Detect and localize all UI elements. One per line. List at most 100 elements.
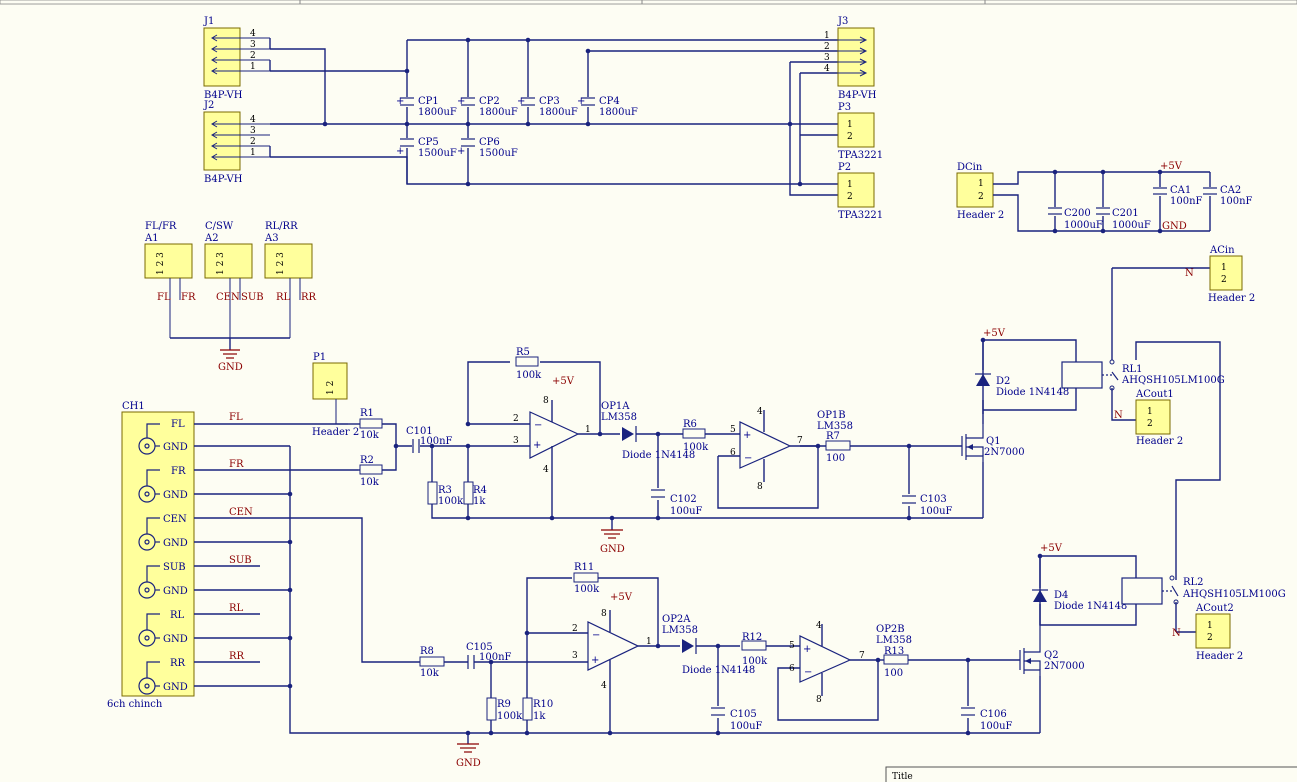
diode-d2[interactable]: D2 Diode 1N4148 bbox=[975, 373, 1069, 398]
svg-text:GND: GND bbox=[163, 634, 188, 645]
cap-cp5[interactable]: + CP5 1500uF bbox=[396, 137, 457, 159]
connector-acin[interactable]: ACin 1 2 Header 2 N bbox=[1185, 245, 1255, 304]
svg-text:C103: C103 bbox=[920, 494, 947, 505]
cap-c201[interactable]: C201 1000uF bbox=[1096, 207, 1151, 231]
svg-text:2: 2 bbox=[1207, 633, 1213, 643]
svg-text:C106: C106 bbox=[980, 709, 1007, 720]
svg-text:7: 7 bbox=[859, 651, 865, 661]
svg-text:RR: RR bbox=[170, 658, 186, 669]
opamp-op1a[interactable]: − + 2 3 1 8 4 +5V OP1A LM358 bbox=[513, 376, 637, 475]
connector-j3[interactable]: J3 B4P-VH 1 2 3 4 bbox=[824, 16, 877, 101]
svg-text:3: 3 bbox=[250, 40, 256, 50]
opamp-op1b[interactable]: + − 5 6 7 4 8 OP1B LM358 bbox=[730, 407, 853, 492]
resistor-r6[interactable]: R6 100k bbox=[682, 419, 709, 453]
cap-c102[interactable]: C102 100uF bbox=[651, 488, 703, 517]
svg-text:GND: GND bbox=[456, 758, 481, 769]
resistor-r7[interactable]: R7 100 bbox=[825, 431, 851, 464]
svg-text:CP2: CP2 bbox=[479, 96, 500, 107]
cap-ca2[interactable]: CA2 100nF bbox=[1203, 185, 1253, 207]
svg-text:R10: R10 bbox=[533, 699, 553, 710]
connector-ch1[interactable]: CH1 6ch chinch FL GND FR GND CEN GND SUB… bbox=[107, 401, 195, 710]
svg-text:2: 2 bbox=[513, 414, 519, 424]
svg-text:R4: R4 bbox=[473, 485, 487, 496]
svg-text:1800uF: 1800uF bbox=[479, 107, 518, 118]
relay-rl2[interactable]: RL2 AHQSH105LM100G bbox=[1121, 575, 1286, 605]
connector-p1[interactable]: P1 1 2 Header 2 bbox=[312, 352, 359, 438]
svg-text:CEN: CEN bbox=[163, 514, 187, 525]
cap-c105b[interactable]: C105 100uF bbox=[711, 706, 763, 732]
cap-c101[interactable]: C101 100nF bbox=[406, 426, 453, 453]
cap-cp1[interactable]: + CP1 1800uF bbox=[396, 96, 457, 118]
svg-text:CP3: CP3 bbox=[539, 96, 560, 107]
diode-d4[interactable]: D4 Diode 1N4148 bbox=[1032, 589, 1127, 612]
svg-text:1800uF: 1800uF bbox=[418, 107, 457, 118]
ch1-junctions bbox=[287, 491, 293, 689]
connector-acout2[interactable]: ACout2 1 2 Header 2 N bbox=[1172, 603, 1243, 662]
diode-ch1[interactable]: Diode 1N4148 bbox=[622, 426, 695, 461]
svg-text:1500uF: 1500uF bbox=[418, 148, 457, 159]
connector-a3[interactable]: RL/RR A3 1 2 3 RL RR bbox=[264, 221, 317, 338]
svg-text:+: + bbox=[396, 146, 404, 157]
connector-p2[interactable]: P2 1 2 TPA3221 bbox=[837, 162, 883, 221]
connector-p3[interactable]: P3 1 2 TPA3221 bbox=[837, 102, 883, 161]
opamp-op2a[interactable]: − + 2 3 1 8 4 +5V OP2A LM358 bbox=[572, 592, 698, 691]
connector-a1[interactable]: FL/FR A1 1 2 3 FL FR bbox=[144, 221, 196, 338]
svg-text:GND: GND bbox=[163, 586, 188, 597]
resistor-r2[interactable]: R2 10k bbox=[359, 455, 383, 488]
resistor-r1[interactable]: R1 10k bbox=[359, 408, 383, 441]
relay-rl1[interactable]: RL1 AHQSH105LM100G bbox=[1061, 359, 1225, 391]
svg-text:D2: D2 bbox=[996, 376, 1010, 387]
diode-ch2[interactable]: Diode 1N4148 bbox=[682, 638, 755, 676]
svg-text:2: 2 bbox=[250, 137, 256, 147]
resistor-r9[interactable]: R9 100k bbox=[486, 697, 523, 722]
svg-text:GND: GND bbox=[163, 442, 188, 453]
svg-text:J3: J3 bbox=[837, 16, 848, 27]
resistor-r8[interactable]: R8 10k bbox=[419, 646, 445, 679]
cap-c103[interactable]: C103 100uF bbox=[902, 494, 953, 517]
svg-text:1 2 3: 1 2 3 bbox=[276, 252, 286, 275]
svg-text:4: 4 bbox=[816, 621, 822, 631]
mosfet-q2[interactable]: Q2 2N7000 bbox=[1019, 625, 1085, 676]
svg-text:4: 4 bbox=[250, 115, 256, 125]
svg-text:1: 1 bbox=[978, 179, 984, 189]
svg-text:N: N bbox=[1114, 410, 1123, 421]
svg-text:4: 4 bbox=[601, 681, 607, 691]
svg-text:RL/RR: RL/RR bbox=[265, 221, 298, 232]
connector-j1[interactable]: J1 B4P-VH 4 3 2 1 bbox=[203, 16, 270, 101]
cap-cp2[interactable]: + CP2 1800uF bbox=[457, 96, 518, 118]
svg-text:1: 1 bbox=[824, 31, 830, 41]
svg-text:+: + bbox=[591, 655, 599, 666]
svg-text:RL2: RL2 bbox=[1183, 577, 1204, 588]
resistor-r10[interactable]: R10 1k bbox=[522, 697, 553, 722]
resistor-r4[interactable]: R4 1k bbox=[463, 481, 487, 507]
svg-text:100k: 100k bbox=[497, 711, 523, 722]
svg-text:FL: FL bbox=[157, 292, 171, 303]
svg-text:1: 1 bbox=[646, 637, 652, 647]
resistor-r11[interactable]: R11 100k bbox=[573, 562, 600, 595]
cap-cp6[interactable]: + CP6 1500uF bbox=[457, 137, 518, 159]
cap-cp3[interactable]: + CP3 1800uF bbox=[517, 96, 578, 118]
cap-ca1[interactable]: CA1 100nF bbox=[1153, 185, 1203, 207]
resistor-r3[interactable]: R3 100k bbox=[427, 481, 464, 507]
connector-acout1[interactable]: ACout1 1 2 Header 2 N bbox=[1114, 389, 1183, 447]
mosfet-q1[interactable]: Q1 2N7000 bbox=[961, 424, 1025, 462]
opamp-op2b[interactable]: + − 5 6 7 4 8 OP2B LM358 bbox=[789, 621, 912, 705]
resistor-r13[interactable]: R13 100 bbox=[883, 646, 909, 679]
svg-text:100nF: 100nF bbox=[1170, 196, 1203, 207]
cap-c200[interactable]: C200 1000uF bbox=[1048, 207, 1103, 231]
resistor-r12[interactable]: R12 100k bbox=[741, 632, 768, 667]
svg-text:+: + bbox=[517, 96, 525, 107]
svg-text:−: − bbox=[534, 420, 542, 431]
svg-text:2: 2 bbox=[824, 42, 830, 52]
svg-text:8: 8 bbox=[816, 695, 822, 705]
svg-text:100k: 100k bbox=[516, 370, 542, 381]
svg-text:ACin: ACin bbox=[1209, 245, 1235, 256]
connector-a2[interactable]: C/SW A2 1 2 3 CEN SUB bbox=[204, 221, 264, 338]
cap-cp4[interactable]: + CP4 1800uF bbox=[577, 96, 638, 118]
cap-c106[interactable]: C106 100uF bbox=[961, 706, 1013, 732]
resistor-r5[interactable]: R5 100k bbox=[515, 347, 542, 381]
svg-text:1: 1 bbox=[585, 425, 591, 435]
cap-c105[interactable]: C105 100nF bbox=[466, 642, 512, 669]
connector-dcin[interactable]: DCin 1 2 Header 2 bbox=[956, 162, 1004, 221]
connector-j2[interactable]: J2 B4P-VH 4 3 2 1 bbox=[203, 100, 270, 185]
